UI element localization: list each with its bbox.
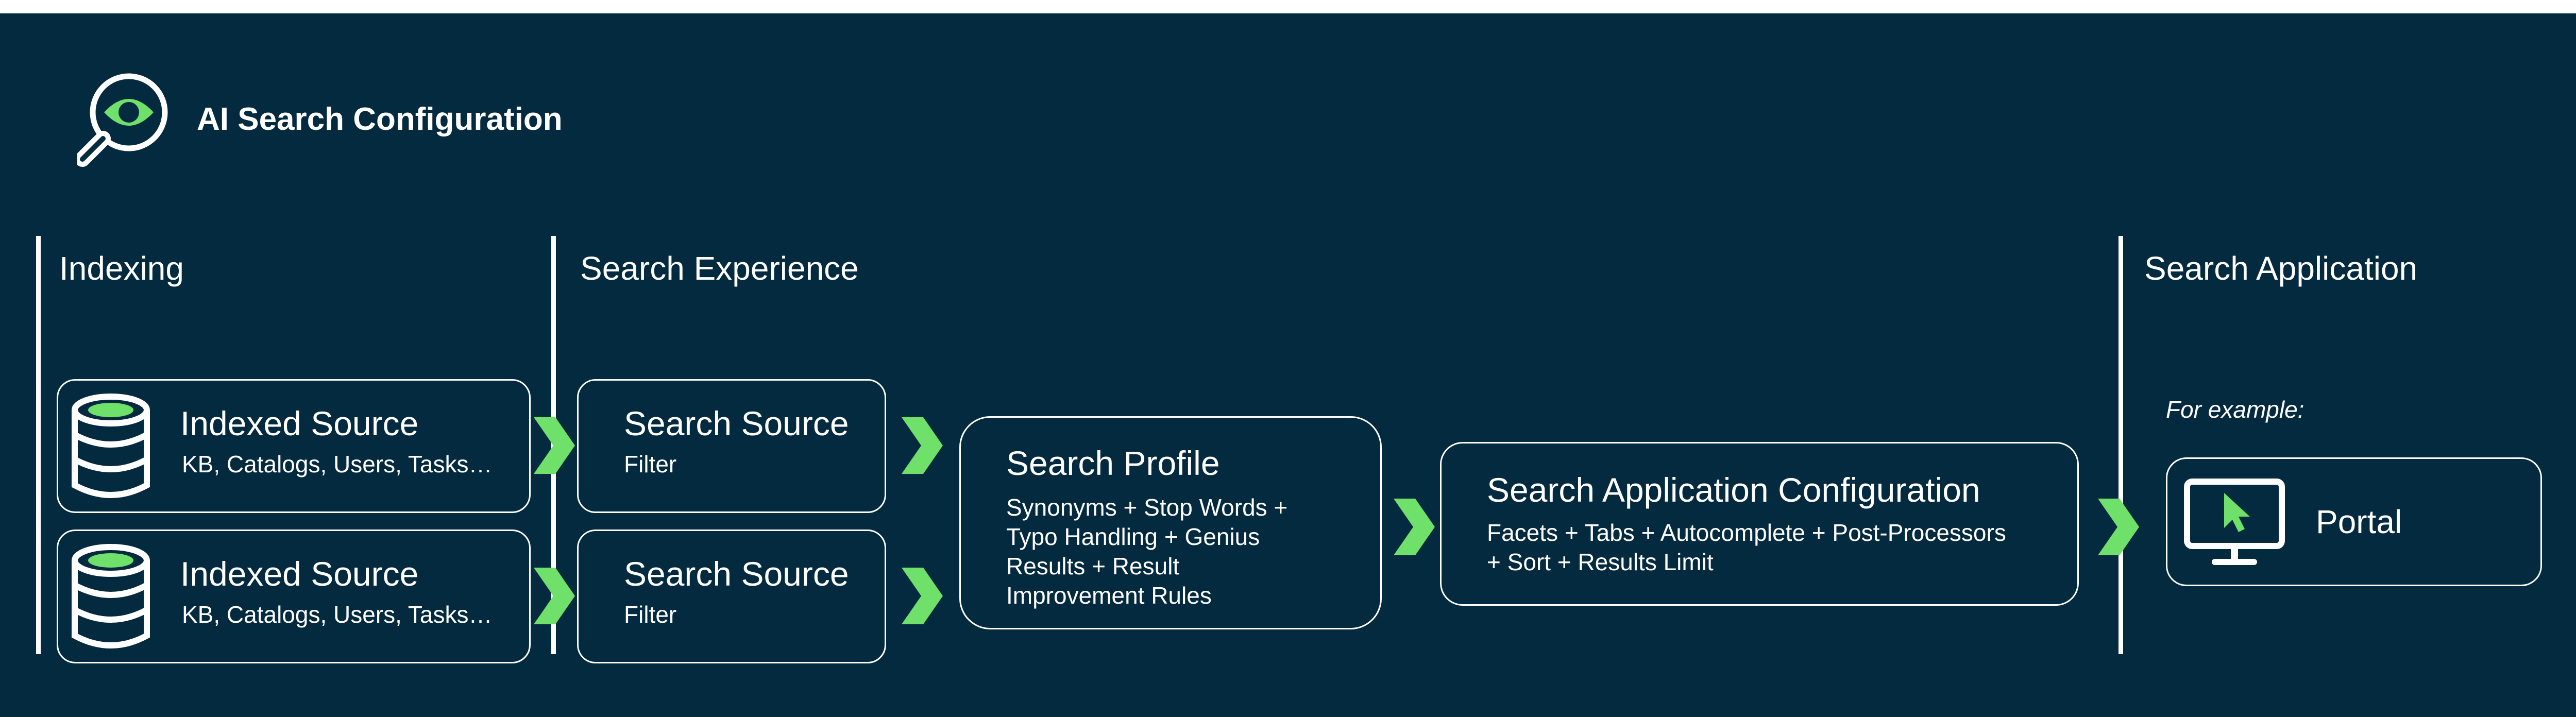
search-profile-description: Synonyms + Stop Words + Typo Handling + … — [1006, 493, 1367, 610]
magnifier-eye-icon — [77, 73, 168, 167]
search-profile-line: Improvement Rules — [1006, 582, 1212, 609]
portal-label: Portal — [2316, 503, 2402, 540]
page-title: AI Search Configuration — [197, 101, 563, 137]
chevron-right-icon — [902, 568, 943, 624]
indexed-source-title: Indexed Source — [180, 404, 419, 442]
search-app-config-title: Search Application Configuration — [1487, 471, 1980, 509]
search-app-config-line: + Sort + Results Limit — [1487, 549, 1714, 575]
chevron-right-icon — [534, 417, 575, 474]
search-application-divider — [2119, 236, 2123, 654]
chevron-right-icon — [1394, 499, 1435, 555]
search-profile-box: Search Profile Synonyms + Stop Words + T… — [959, 416, 1382, 629]
search-profile-title: Search Profile — [1006, 444, 1220, 482]
search-app-config-box: Search Application Configuration Facets … — [1440, 442, 2079, 606]
chevron-right-icon — [902, 417, 943, 474]
indexing-divider — [36, 236, 41, 654]
search-app-config-description: Facets + Tabs + Autocomplete + Post-Proc… — [1487, 518, 2069, 577]
indexed-source-subtitle: KB, Catalogs, Users, Tasks… — [182, 451, 493, 477]
database-icon — [72, 544, 150, 648]
search-profile-line: Typo Handling + Genius — [1006, 523, 1260, 550]
search-app-config-line: Facets + Tabs + Autocomplete + Post-Proc… — [1487, 519, 2006, 546]
database-icon — [72, 394, 150, 498]
section-label-search-application: Search Application — [2144, 250, 2418, 287]
section-label-search-experience: Search Experience — [580, 250, 859, 287]
portal-box: Portal — [2166, 457, 2542, 586]
search-source-title: Search Source — [624, 555, 849, 593]
example-label: For example: — [2166, 396, 2304, 423]
search-profile-line: Synonyms + Stop Words + — [1006, 494, 1288, 521]
search-source-subtitle: Filter — [624, 451, 677, 477]
chevron-right-icon — [534, 568, 575, 624]
diagram-canvas: AI Search Configuration Indexing Search … — [0, 13, 2576, 717]
section-label-indexing: Indexing — [59, 250, 184, 287]
search-source-title: Search Source — [624, 404, 849, 442]
search-source-subtitle: Filter — [624, 601, 677, 628]
indexed-source-box: Indexed Source KB, Catalogs, Users, Task… — [57, 379, 531, 513]
indexed-source-subtitle: KB, Catalogs, Users, Tasks… — [182, 601, 493, 628]
search-profile-line: Results + Result — [1006, 553, 1180, 579]
search-source-box: Search Source Filter — [577, 530, 886, 663]
monitor-cursor-icon — [2184, 479, 2285, 565]
indexed-source-title: Indexed Source — [180, 555, 419, 593]
indexed-source-box: Indexed Source KB, Catalogs, Users, Task… — [57, 530, 531, 663]
chevron-right-icon — [2098, 499, 2139, 555]
search-source-box: Search Source Filter — [577, 379, 886, 513]
